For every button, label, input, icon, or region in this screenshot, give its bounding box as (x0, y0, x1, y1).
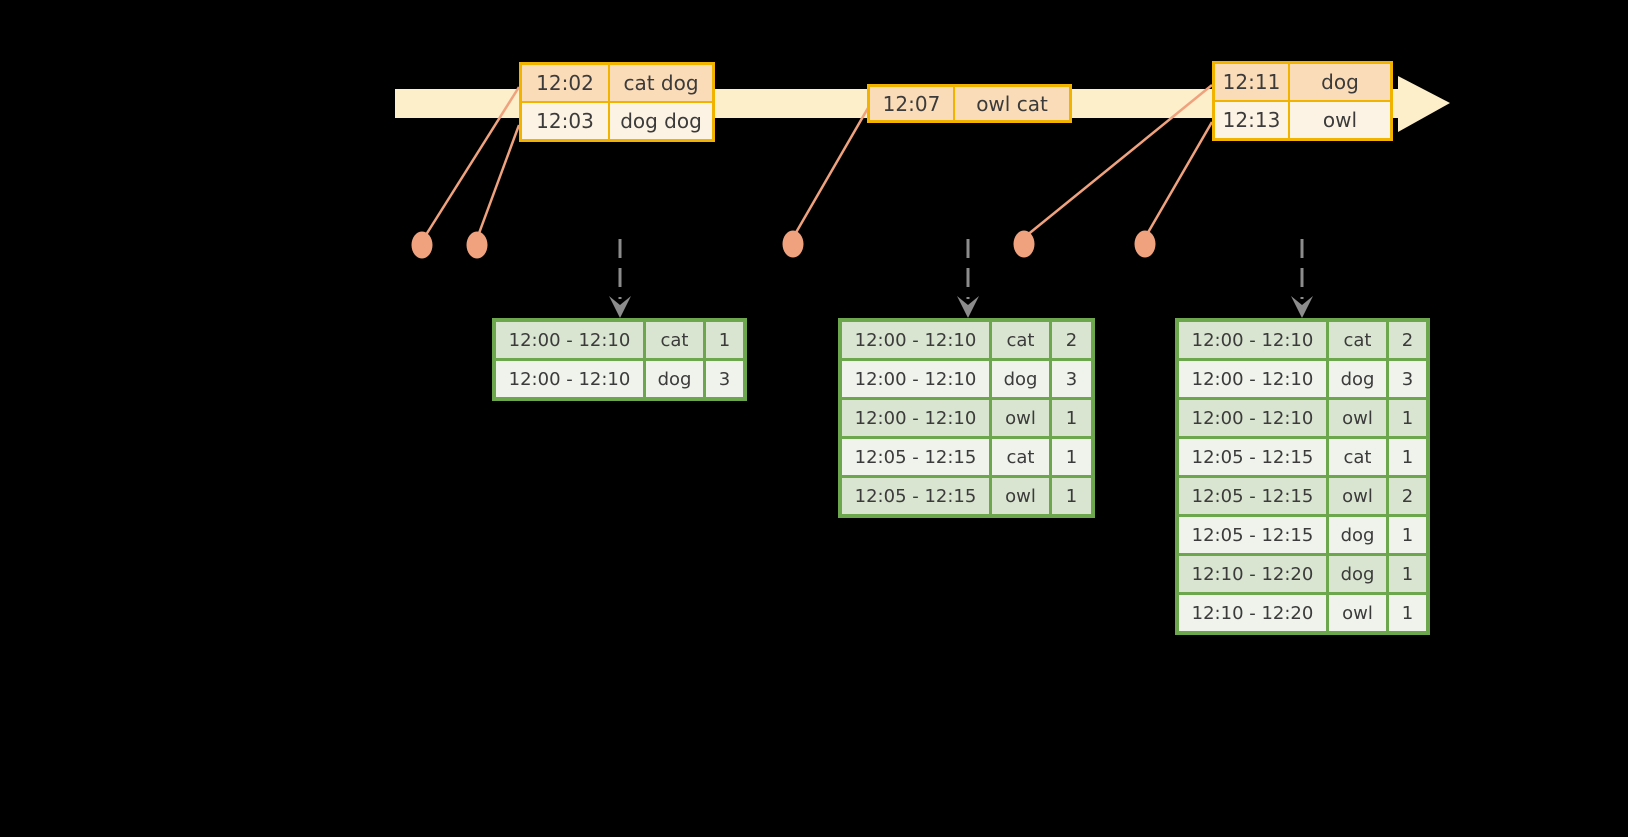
table-cell: 12:07 (870, 87, 953, 120)
table-cell: 12:00 - 12:10 (496, 322, 643, 358)
table-cell: 12:00 - 12:10 (842, 361, 989, 397)
table-cell: 3 (1389, 361, 1426, 397)
table-cell: 1 (1389, 400, 1426, 436)
table-cell: 12:00 - 12:10 (1179, 361, 1326, 397)
trigger-down-arrow-icon (1291, 239, 1313, 318)
table-cell: dog (1329, 517, 1386, 553)
table-cell: 1 (1052, 478, 1091, 514)
table-cell: owl (1329, 400, 1386, 436)
table-cell: 12:05 - 12:15 (842, 439, 989, 475)
table-cell: 12:11 (1215, 64, 1288, 100)
table-cell: cat (1329, 322, 1386, 358)
table-cell: 12:10 - 12:20 (1179, 595, 1326, 631)
event-dot-icon (411, 231, 433, 259)
event-dot-icon (1013, 230, 1035, 258)
table-cell: dog (1329, 556, 1386, 592)
event-connector-line (476, 124, 521, 237)
table-cell: owl (1329, 595, 1386, 631)
table-cell: cat (646, 322, 703, 358)
table-cell: owl cat (955, 87, 1069, 120)
table-cell: 1 (1389, 595, 1426, 631)
table-cell: 12:13 (1215, 102, 1288, 138)
table-cell: 12:02 (522, 65, 608, 101)
table-cell: cat (1329, 439, 1386, 475)
trigger-down-arrow-icon (609, 239, 631, 318)
table-cell: 2 (1052, 322, 1091, 358)
table-cell: 2 (1389, 478, 1426, 514)
table-cell: 12:05 - 12:15 (1179, 478, 1326, 514)
table-cell: owl (992, 478, 1049, 514)
table-cell: dog (646, 361, 703, 397)
table-cell: 1 (1389, 517, 1426, 553)
table-cell: 1 (1389, 556, 1426, 592)
table-cell: 12:00 - 12:10 (1179, 322, 1326, 358)
table-cell: 2 (1389, 322, 1426, 358)
event-connector-line (1025, 84, 1213, 237)
table-cell: 12:10 - 12:20 (1179, 556, 1326, 592)
table-cell: 12:03 (522, 103, 608, 139)
table-cell: dog dog (610, 103, 712, 139)
table-cell: 3 (1052, 361, 1091, 397)
event-dot-icon (466, 231, 488, 259)
table-cell: 12:00 - 12:10 (496, 361, 643, 397)
table-cell: 12:05 - 12:15 (842, 478, 989, 514)
table-cell: cat (992, 439, 1049, 475)
table-cell: 1 (1389, 439, 1426, 475)
table-cell: 12:00 - 12:10 (842, 400, 989, 436)
table-cell: 12:00 - 12:10 (1179, 400, 1326, 436)
table-cell: 1 (1052, 400, 1091, 436)
table-cell: cat (992, 322, 1049, 358)
table-cell: dog (992, 361, 1049, 397)
event-connector-line (792, 107, 870, 237)
timeline-arrowhead-icon (1398, 76, 1450, 132)
table-cell: 1 (1052, 439, 1091, 475)
event-connector-line (422, 86, 521, 239)
table-cell: 12:05 - 12:15 (1179, 517, 1326, 553)
table-cell: 1 (706, 322, 743, 358)
table-cell: 12:00 - 12:10 (842, 322, 989, 358)
table-cell: 12:05 - 12:15 (1179, 439, 1326, 475)
table-cell: cat dog (610, 65, 712, 101)
trigger-down-arrow-icon (957, 239, 979, 318)
table-cell: dog (1329, 361, 1386, 397)
event-dot-icon (1134, 230, 1156, 258)
table-cell: 3 (706, 361, 743, 397)
event-connector-line (1144, 121, 1214, 237)
event-dot-icon (782, 230, 804, 258)
table-cell: dog (1290, 64, 1390, 100)
table-cell: owl (1290, 102, 1390, 138)
table-cell: owl (992, 400, 1049, 436)
table-cell: owl (1329, 478, 1386, 514)
